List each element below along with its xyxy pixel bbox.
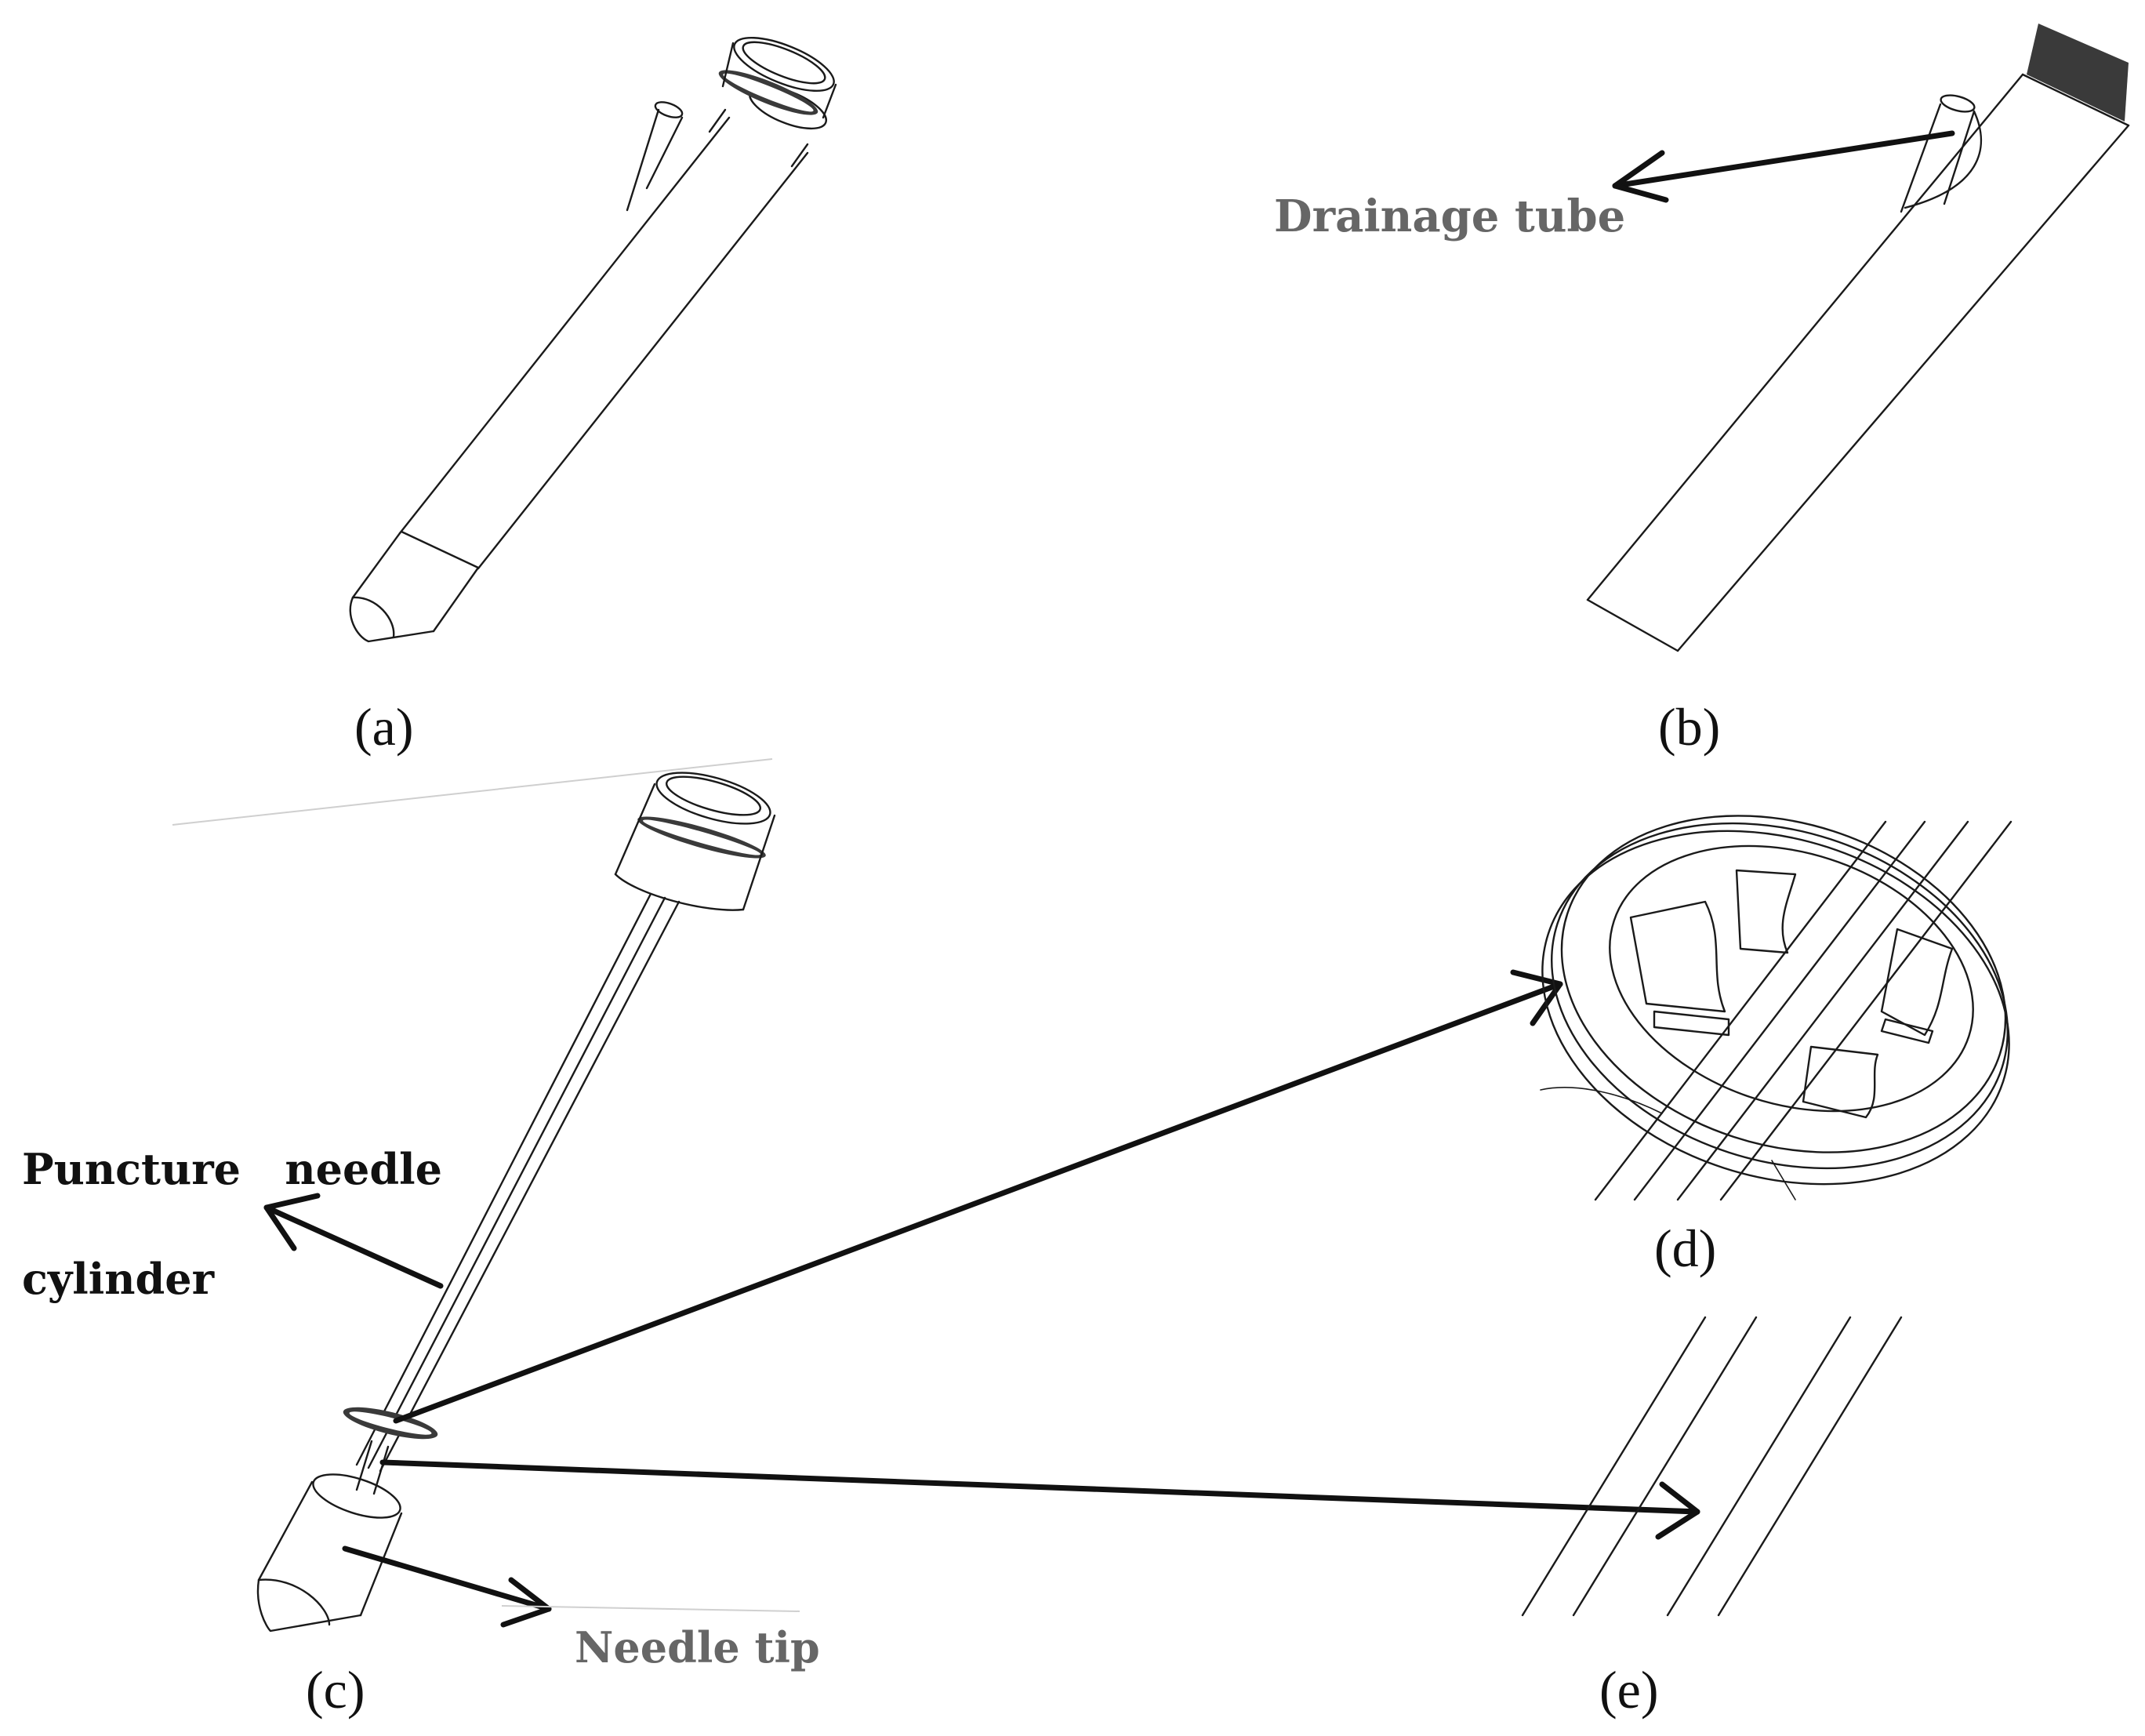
- puncture-needle-label-line2: cylinder: [22, 1254, 215, 1304]
- needle-tip-arrow: [342, 1545, 552, 1628]
- panel-label-e: (e): [1599, 1660, 1658, 1720]
- puncture-needle-arrow: [263, 1193, 444, 1289]
- shaft-detail-drawing: [1521, 1316, 1903, 1617]
- panel-label-c: (c): [306, 1660, 365, 1720]
- needle-tip-label: Needle tip: [575, 1622, 820, 1672]
- device-assembled-drawing: [349, 36, 837, 643]
- panel-label-b: (b): [1658, 697, 1720, 757]
- ring-detail-drawing: [1540, 815, 2013, 1201]
- detail-e-arrow: [379, 1459, 1700, 1540]
- puncture-needle-label-line1: Puncture needle: [22, 1144, 442, 1194]
- panel-label-d: (d): [1654, 1218, 1716, 1278]
- puncture-needle-drawing: [172, 758, 776, 1632]
- detail-d-arrow: [393, 969, 1563, 1424]
- drainage-tube-label: Drainage tube: [1274, 191, 1625, 242]
- drainage-tube-drawing: [1586, 24, 2130, 652]
- panel-label-a: (a): [354, 697, 413, 757]
- drainage-tube-arrow: [1612, 130, 1955, 203]
